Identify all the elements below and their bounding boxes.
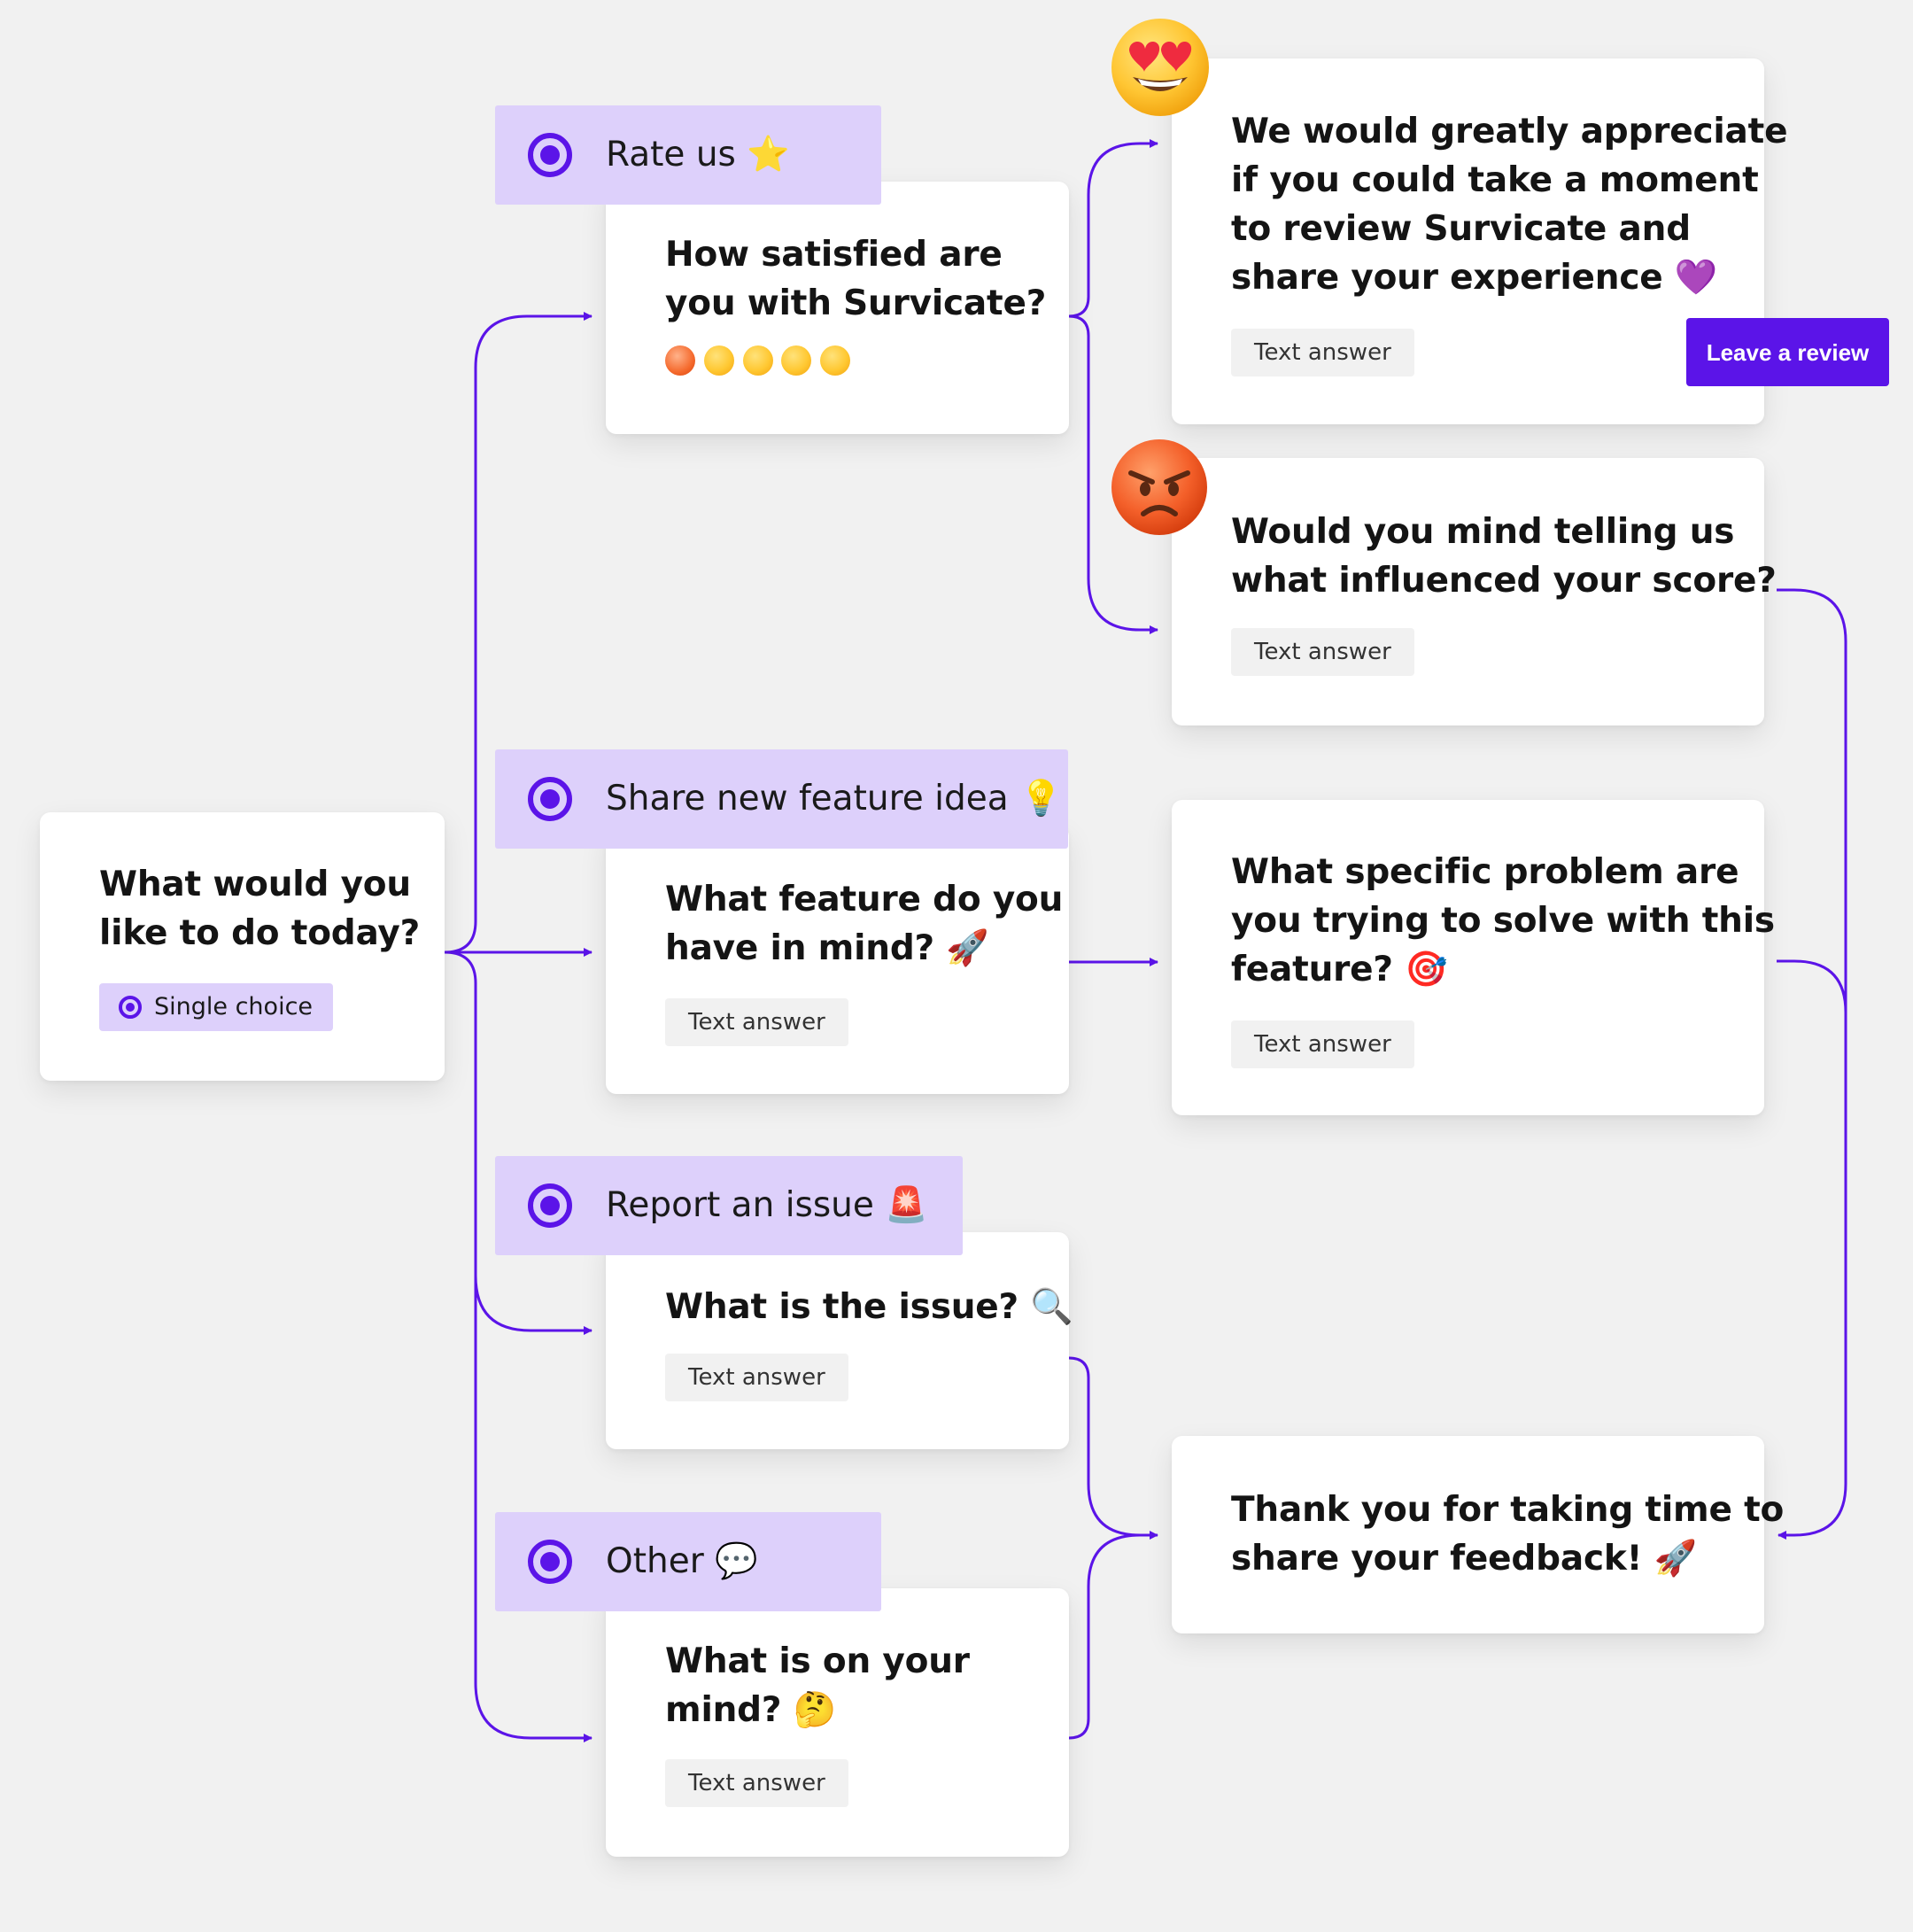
connector-start-to-other — [474, 1276, 592, 1742]
connector-rate-to-score — [1068, 314, 1158, 634]
connector-issue-to-thanks — [1068, 1356, 1158, 1540]
connector-start-to-issue — [444, 950, 592, 1335]
question-line: have in mind? 🚀 — [665, 928, 989, 968]
choice-label: Rate us ⭐ — [606, 135, 790, 175]
frowning-face-icon[interactable] — [704, 345, 734, 376]
angry-face-emoji-icon — [1111, 439, 1207, 535]
question-line: What would you — [99, 865, 411, 904]
heart-eyes-emoji-icon — [1111, 19, 1209, 116]
heart-eyes-face-icon[interactable] — [820, 345, 850, 376]
feature-question-card[interactable]: What feature do you have in mind? 🚀 Text… — [606, 826, 1069, 1094]
radio-selected-icon — [528, 1183, 572, 1228]
question-line: to review Survicate and — [1231, 209, 1691, 249]
other-question-card[interactable]: What is on your mind? 🤔 Text answer — [606, 1588, 1069, 1857]
text-answer-pill: Text answer — [665, 1759, 848, 1807]
connector-other-to-thanks — [1068, 1533, 1141, 1740]
leave-review-button[interactable]: Leave a review — [1686, 318, 1889, 386]
choice-label: Other 💬 — [606, 1541, 758, 1581]
choice-label: Share new feature idea 💡 — [606, 779, 1063, 819]
problem-question-card[interactable]: What specific problem are you trying to … — [1172, 800, 1775, 1115]
question-line: you with Survicate? — [665, 283, 1047, 323]
issue-question-card[interactable]: What is the issue? 🔍 Text answer — [606, 1232, 1073, 1449]
other-question-text: What is on your mind? 🤔 — [665, 1637, 970, 1734]
question-line: like to do today? — [99, 913, 421, 953]
issue-question-text: What is the issue? 🔍 — [665, 1283, 1073, 1331]
question-line: How satisfied are — [665, 235, 1003, 275]
thank-you-text: Thank you for taking time to share your … — [1231, 1486, 1784, 1583]
score-question-text: Would you mind telling us what influence… — [1231, 508, 1777, 605]
review-question-text: We would greatly appreciate if you could… — [1231, 107, 1788, 302]
question-line: Would you mind telling us — [1231, 512, 1735, 552]
radio-selected-icon — [528, 133, 572, 177]
question-line: if you could take a moment — [1231, 160, 1759, 200]
question-line: feature? 🎯 — [1231, 950, 1448, 989]
question-line: What feature do you — [665, 880, 1064, 919]
question-line: Thank you for taking time to — [1231, 1490, 1785, 1530]
question-line: mind? 🤔 — [665, 1690, 837, 1730]
slightly-smiling-face-icon[interactable] — [781, 345, 811, 376]
neutral-face-icon[interactable] — [743, 345, 773, 376]
question-line: We would greatly appreciate — [1231, 112, 1788, 151]
thank-you-card[interactable]: Thank you for taking time to share your … — [1172, 1436, 1784, 1633]
text-answer-pill: Text answer — [665, 998, 848, 1046]
start-question-card[interactable]: What would you like to do today? Single … — [40, 812, 445, 1081]
connector-problem-to-thanks — [1777, 959, 1847, 1013]
connector-start-to-rate — [444, 312, 592, 954]
choice-other[interactable]: Other 💬 — [495, 1512, 881, 1611]
choice-share-feature-idea[interactable]: Share new feature idea 💡 — [495, 749, 1068, 849]
question-line: What is the issue? 🔍 — [665, 1287, 1073, 1327]
start-question-text: What would you like to do today? — [99, 860, 420, 958]
question-line: share your experience 💜 — [1231, 258, 1718, 298]
rate-question-card[interactable]: How satisfied are you with Survicate? — [606, 182, 1069, 434]
connector-rate-to-review — [1068, 139, 1158, 318]
text-answer-pill: Text answer — [1231, 628, 1414, 676]
question-line: what influenced your score? — [1231, 561, 1777, 601]
radio-icon — [119, 996, 142, 1019]
text-answer-pill: Text answer — [1231, 1020, 1414, 1068]
choice-rate-us[interactable]: Rate us ⭐ — [495, 105, 881, 205]
feature-question-text: What feature do you have in mind? 🚀 — [665, 875, 1063, 973]
connector-score-to-thanks — [1777, 588, 1847, 1540]
rate-question-text: How satisfied are you with Survicate? — [665, 230, 1046, 328]
score-reason-card[interactable]: Would you mind telling us what influence… — [1172, 458, 1777, 725]
radio-selected-icon — [528, 777, 572, 821]
text-answer-pill: Text answer — [1231, 329, 1414, 376]
question-line: you trying to solve with this — [1231, 901, 1775, 941]
question-line: share your feedback! 🚀 — [1231, 1539, 1697, 1579]
choice-report-issue[interactable]: Report an issue 🚨 — [495, 1156, 963, 1255]
problem-question-text: What specific problem are you trying to … — [1231, 848, 1775, 994]
single-choice-badge: Single choice — [99, 983, 333, 1031]
question-line: What specific problem are — [1231, 852, 1739, 892]
single-choice-label: Single choice — [154, 993, 314, 1020]
angry-face-icon[interactable] — [665, 345, 695, 376]
text-answer-pill: Text answer — [665, 1354, 848, 1401]
review-request-card[interactable]: We would greatly appreciate if you could… — [1172, 58, 1788, 424]
choice-label: Report an issue 🚨 — [606, 1185, 928, 1225]
question-line: What is on your — [665, 1641, 970, 1681]
radio-selected-icon — [528, 1540, 572, 1584]
